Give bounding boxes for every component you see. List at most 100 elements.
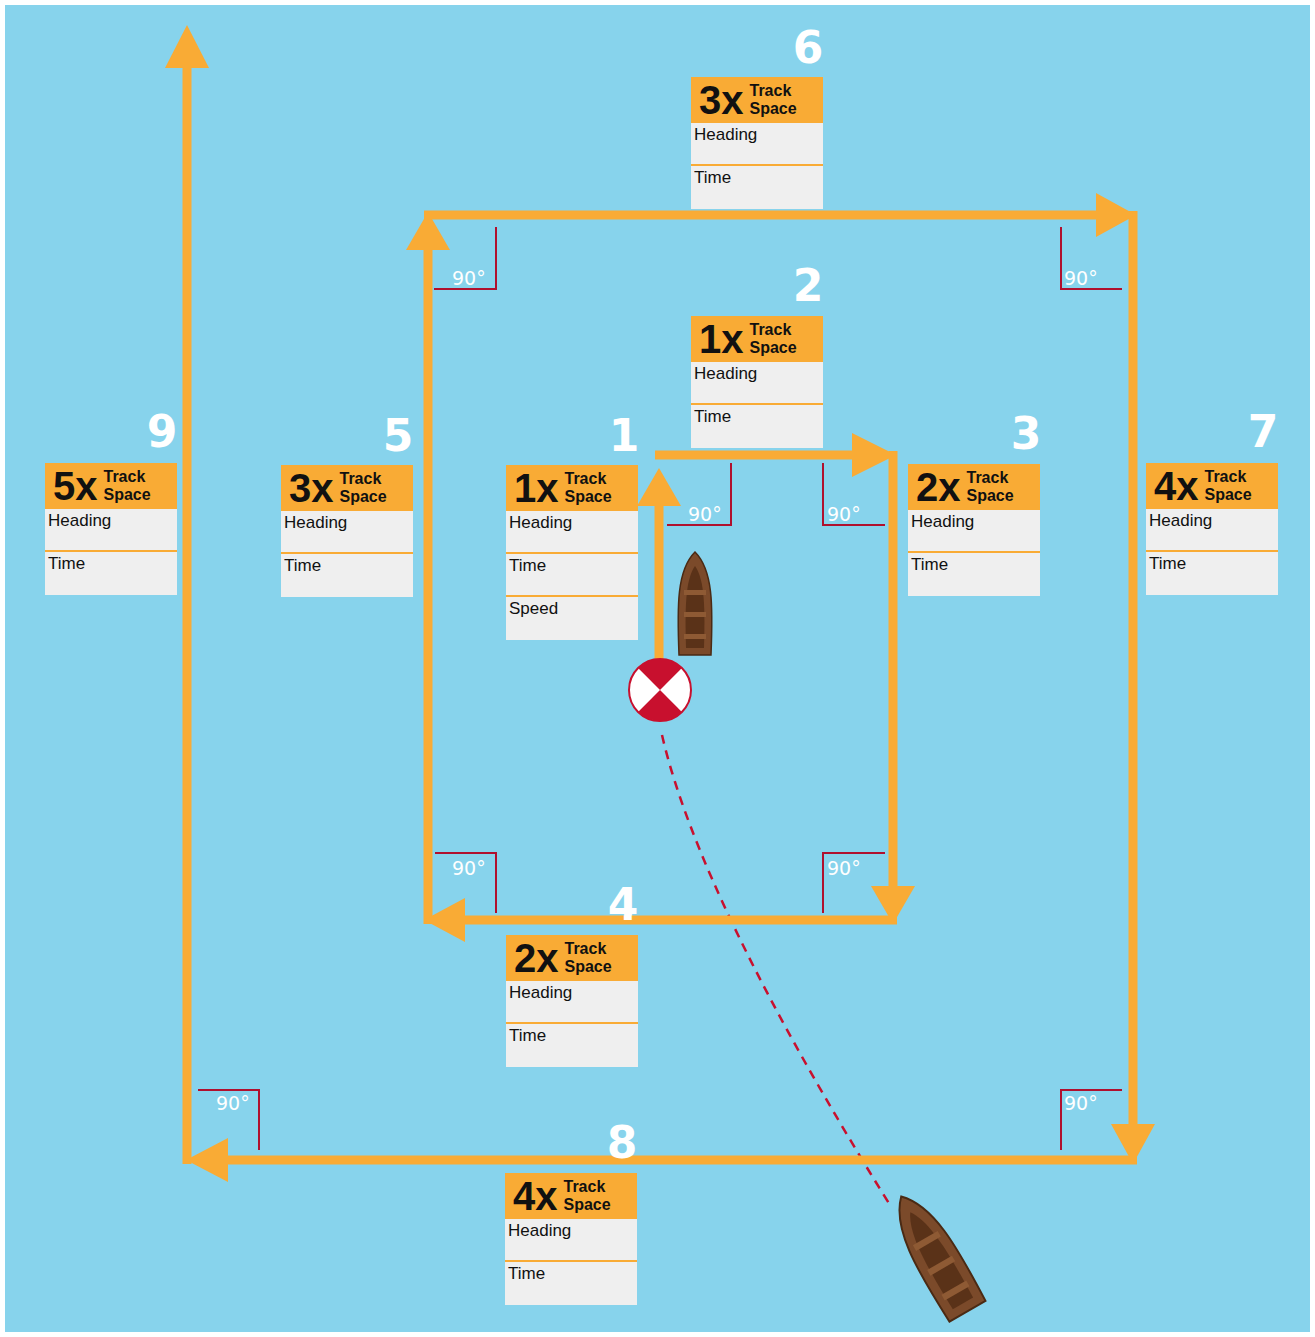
arrowhead — [637, 468, 681, 506]
right-angle-marker — [823, 853, 885, 913]
track-multiplier: 1x — [514, 468, 559, 508]
arrowhead — [871, 886, 915, 924]
angle-label: 90° — [1064, 267, 1098, 289]
field-row: Heading — [281, 511, 413, 554]
boat-large — [882, 1185, 986, 1322]
track-space-label: Track Space — [340, 470, 402, 506]
card-header: 4xTrack Space — [505, 1173, 637, 1219]
field-row: Heading — [505, 1219, 637, 1262]
arrowhead — [165, 25, 209, 68]
field-row: Speed — [506, 597, 638, 640]
track-leg — [462, 916, 897, 925]
arrowhead — [1111, 1124, 1155, 1164]
field-row: Time — [691, 166, 823, 209]
right-angle-marker — [1061, 1090, 1122, 1150]
angle-label: 90° — [827, 503, 861, 525]
field-row: Heading — [506, 981, 638, 1024]
card-header: 1xTrack Space — [506, 465, 638, 511]
track-leg — [183, 66, 192, 1164]
field-row: Time — [45, 552, 177, 595]
field-row: Time — [505, 1262, 637, 1305]
angle-label: 90° — [827, 857, 861, 879]
callout-number: 7 — [1248, 407, 1279, 457]
track-arrowheads — [165, 25, 1155, 1182]
track-leg — [889, 451, 898, 890]
field-row: Heading — [506, 511, 638, 554]
angle-label: 90° — [452, 857, 486, 879]
boat-seat — [684, 590, 706, 595]
track-leg — [424, 211, 1098, 220]
boat-seat — [684, 634, 706, 639]
right-angle-marker — [435, 853, 496, 913]
callout-number: 9 — [147, 407, 178, 457]
card-header: 4xTrack Space — [1146, 463, 1278, 509]
boat-seat — [941, 1280, 969, 1300]
field-row: Heading — [908, 510, 1040, 553]
field-row: Time — [1146, 552, 1278, 595]
track-space-label: Track Space — [565, 470, 627, 506]
track-leg — [1129, 211, 1138, 1126]
card-header: 5xTrack Space — [45, 463, 177, 509]
buoy-quarter — [638, 690, 682, 721]
field-row: Time — [281, 554, 413, 597]
card-header: 2xTrack Space — [506, 935, 638, 981]
callout-number: 5 — [383, 411, 414, 461]
right-angle-markers — [198, 227, 1122, 1150]
track-leg — [226, 1156, 1137, 1165]
track-multiplier: 5x — [53, 466, 98, 506]
field-row: Heading — [691, 362, 823, 405]
track-space-label: Track Space — [1205, 468, 1267, 504]
track-multiplier: 3x — [699, 80, 744, 120]
field-row: Time — [908, 553, 1040, 596]
info-card: 1xTrack SpaceHeadingTime — [691, 316, 823, 448]
info-card: 4xTrack SpaceHeadingTime — [505, 1173, 637, 1305]
callout-number: 8 — [607, 1118, 638, 1168]
track-space-label: Track Space — [104, 468, 166, 504]
info-card: 1xTrack SpaceHeadingTimeSpeed — [506, 465, 638, 640]
arrowhead — [424, 898, 465, 942]
track-multiplier: 2x — [514, 938, 559, 978]
info-card: 3xTrack SpaceHeadingTime — [691, 77, 823, 209]
drift-line — [662, 735, 890, 1205]
track-space-label: Track Space — [750, 82, 812, 118]
angle-label: 90° — [1064, 1092, 1098, 1114]
boat-seat — [927, 1256, 955, 1276]
right-angle-marker — [198, 1090, 259, 1150]
field-row: Heading — [1146, 509, 1278, 552]
boat-deck — [900, 1206, 974, 1309]
card-header: 2xTrack Space — [908, 464, 1040, 510]
field-row: Time — [506, 1024, 638, 1067]
track-space-label: Track Space — [967, 469, 1029, 505]
track-leg — [424, 248, 433, 924]
angle-label: 90° — [216, 1092, 250, 1114]
track-leg — [655, 451, 858, 460]
boat-hull — [882, 1185, 986, 1322]
boat-seat — [913, 1231, 941, 1251]
angle-label: 90° — [452, 267, 486, 289]
buoy-symbol — [629, 659, 691, 721]
callout-number: 2 — [793, 261, 824, 311]
callout-number: 6 — [793, 23, 824, 73]
track-legs — [187, 66, 1137, 1164]
arrowhead — [852, 433, 896, 477]
track-space-label: Track Space — [565, 940, 627, 976]
arrowhead — [406, 212, 450, 250]
card-header: 3xTrack Space — [691, 77, 823, 123]
info-card: 4xTrack SpaceHeadingTime — [1146, 463, 1278, 595]
info-card: 5xTrack SpaceHeadingTime — [45, 463, 177, 595]
info-card: 3xTrack SpaceHeadingTime — [281, 465, 413, 597]
track-multiplier: 3x — [289, 468, 334, 508]
arrowhead — [1096, 193, 1136, 237]
track-multiplier: 4x — [513, 1176, 558, 1216]
card-header: 3xTrack Space — [281, 465, 413, 511]
buoy-body — [629, 659, 691, 721]
track-multiplier: 2x — [916, 467, 961, 507]
field-row: Heading — [45, 509, 177, 552]
callout-number: 4 — [608, 880, 639, 930]
right-angle-marker — [667, 463, 731, 525]
arrowhead — [186, 1138, 228, 1182]
track-space-label: Track Space — [564, 1178, 626, 1214]
boat-small — [678, 552, 712, 655]
card-header: 1xTrack Space — [691, 316, 823, 362]
